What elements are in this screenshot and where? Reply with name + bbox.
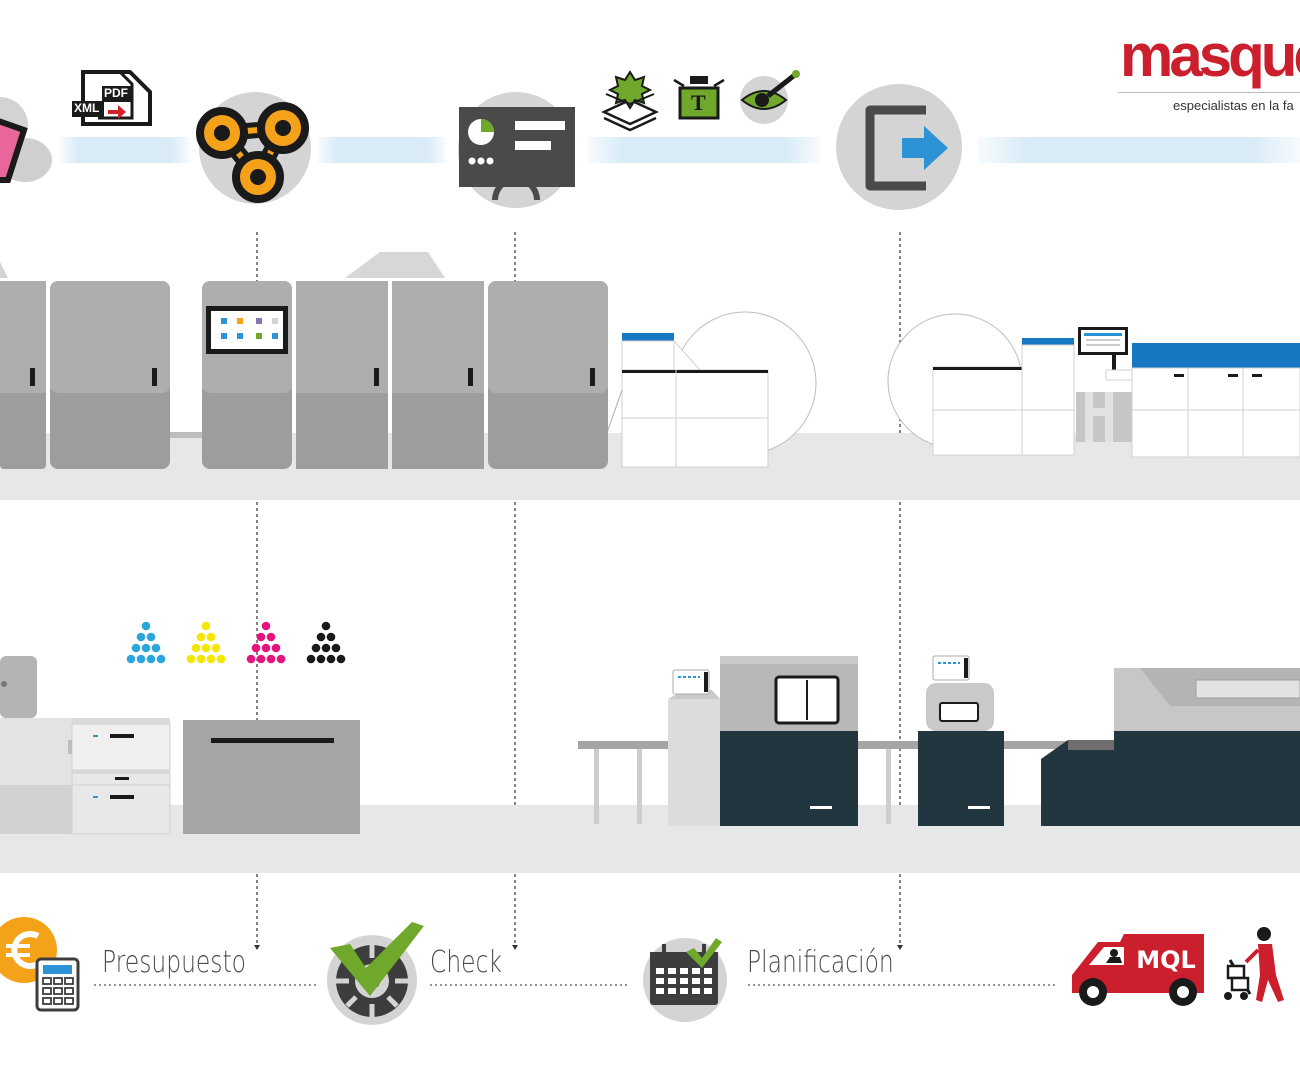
export-icon	[836, 84, 962, 210]
brand-tagline: especialistas en la fa	[1173, 98, 1294, 113]
xml-badge: XML	[74, 101, 100, 115]
step-label-presupuesto: Presupuesto	[102, 945, 246, 980]
imposition-icon	[673, 76, 725, 120]
inkjet-press	[0, 252, 608, 469]
pdf-badge: PDF	[104, 86, 128, 100]
brand-divider	[1118, 92, 1300, 93]
dashboard-icon	[458, 92, 575, 208]
press-touchscreen	[206, 306, 288, 354]
euro-calculator-icon	[0, 917, 80, 1012]
bindery-line	[578, 655, 1300, 826]
step-label-planificacion: Planificación	[747, 945, 894, 980]
finishing-line	[887, 313, 1300, 458]
van-label: MQL	[1136, 946, 1196, 974]
guide-arrowheads	[254, 945, 903, 950]
cmyk-toner-icons	[126, 621, 346, 664]
gear-check-icon	[327, 922, 424, 1025]
toner-cyan-icon	[126, 621, 166, 664]
delivery-van-icon: MQL	[1072, 934, 1204, 1006]
toner-black-icon	[306, 621, 346, 664]
calendar-check-icon	[643, 938, 727, 1022]
pdf-xml-file-icon	[72, 70, 152, 126]
proof-eye-icon	[740, 70, 800, 124]
cloud-upload-icon	[0, 97, 52, 183]
layers-icon	[601, 70, 659, 132]
workflow-nodes-icon	[196, 92, 311, 204]
step-label-check: Check	[430, 945, 502, 980]
digital-press	[0, 656, 360, 835]
top-flow-bars	[60, 137, 1300, 163]
imposition-badge: T	[691, 90, 706, 115]
toner-yellow-icon	[186, 621, 226, 664]
toner-magenta-icon	[246, 621, 286, 664]
delivery-person-icon	[1224, 927, 1284, 1002]
paper-unwinder	[607, 311, 817, 468]
